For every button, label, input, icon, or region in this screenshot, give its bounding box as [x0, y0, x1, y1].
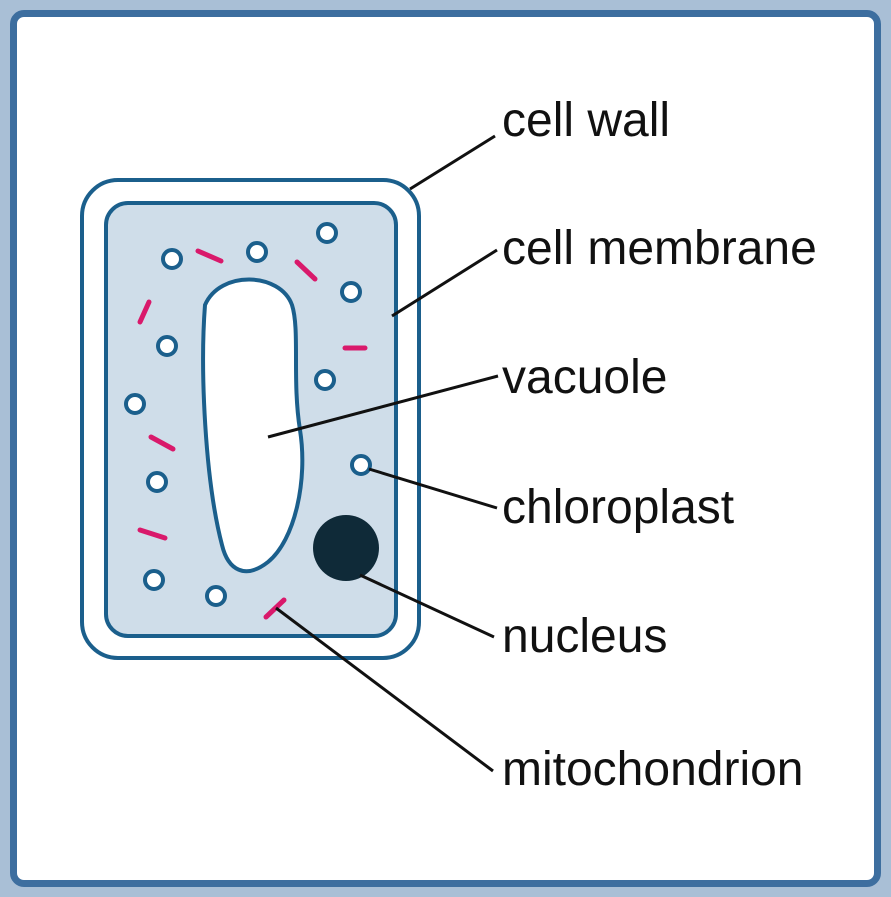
- label-cell-wall: cell wall: [502, 94, 670, 147]
- label-nucleus: nucleus: [502, 610, 667, 663]
- chloroplast: [352, 456, 370, 474]
- leader-line-cell-wall: [410, 136, 495, 189]
- label-cell-membrane: cell membrane: [502, 222, 817, 275]
- chloroplast: [163, 250, 181, 268]
- chloroplast: [342, 283, 360, 301]
- chloroplast: [145, 571, 163, 589]
- chloroplast: [207, 587, 225, 605]
- chloroplast: [126, 395, 144, 413]
- vacuole: [203, 279, 302, 571]
- label-vacuole: vacuole: [502, 351, 667, 404]
- chloroplast: [318, 224, 336, 242]
- chloroplast: [316, 371, 334, 389]
- nucleus: [313, 515, 379, 581]
- chloroplast: [148, 473, 166, 491]
- label-chloroplast: chloroplast: [502, 481, 734, 534]
- label-mitochondrion: mitochondrion: [502, 743, 804, 796]
- chloroplast: [248, 243, 266, 261]
- chloroplast: [158, 337, 176, 355]
